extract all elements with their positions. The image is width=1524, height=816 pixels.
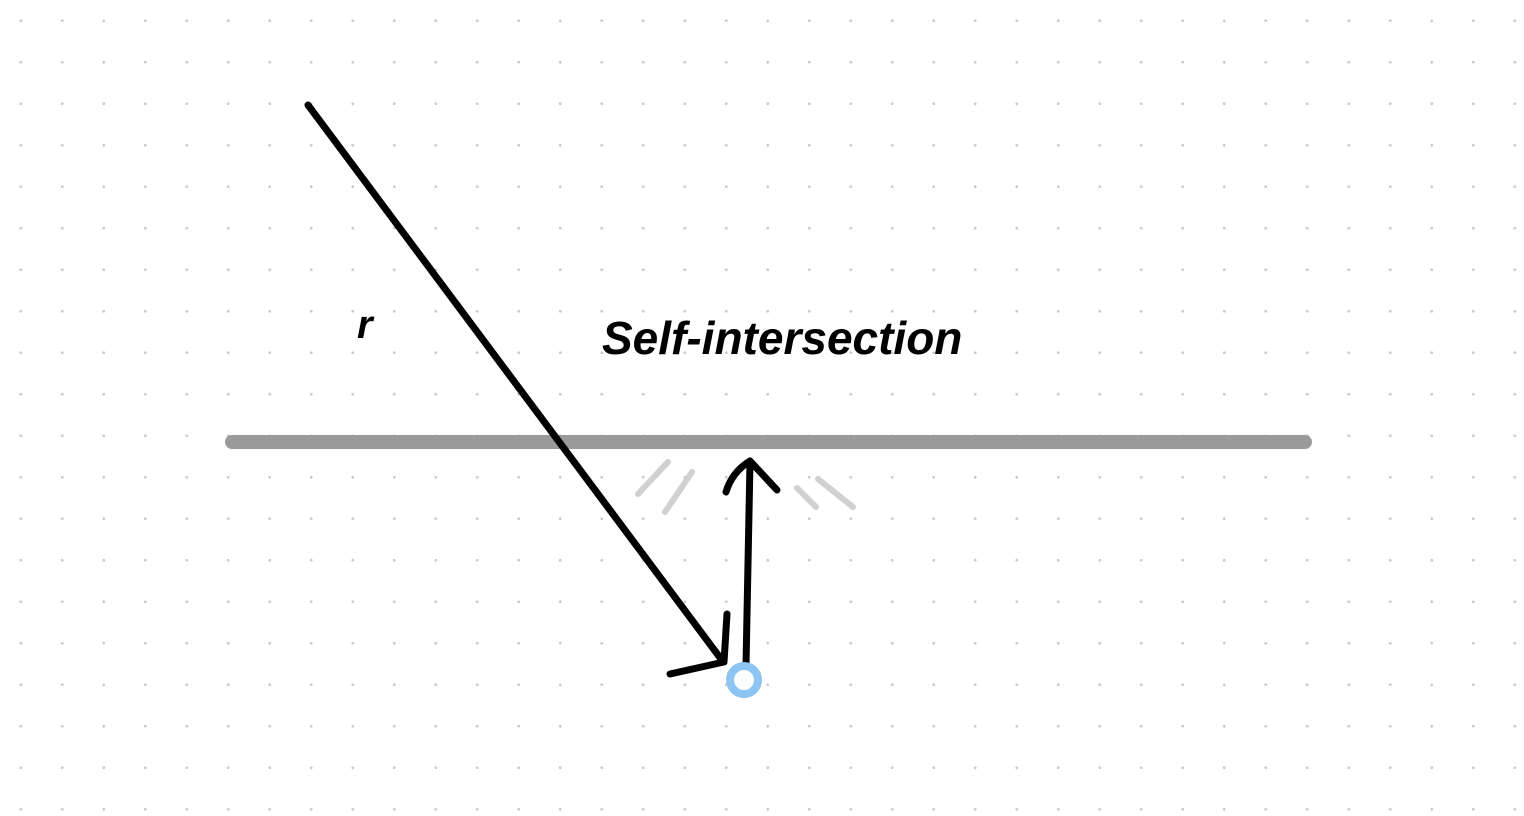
outgoing-ray-line	[742, 458, 754, 669]
hatch-mark	[662, 469, 695, 515]
outgoing-ray	[722, 457, 781, 669]
hatch-marks	[635, 459, 856, 515]
incoming-ray-line	[304, 101, 725, 663]
arrow-up-icon	[722, 457, 781, 496]
hatch-mark	[815, 476, 856, 510]
ray-label: r	[357, 303, 375, 347]
hollow-circle-icon	[726, 662, 762, 698]
arrow-down-right-icon	[666, 610, 731, 678]
diagram-title: Self-intersection	[602, 312, 962, 364]
hatch-mark	[635, 459, 671, 497]
incoming-ray	[304, 101, 731, 678]
hatch-mark	[794, 485, 819, 510]
